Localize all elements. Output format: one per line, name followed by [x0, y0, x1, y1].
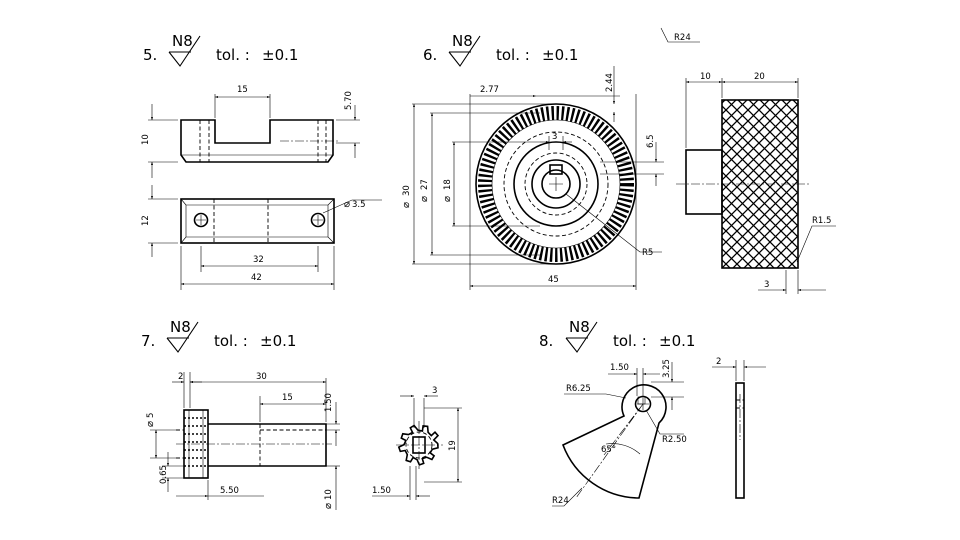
svg-text:30: 30 — [402, 185, 412, 196]
svg-text:5.70: 5.70 — [344, 91, 354, 110]
part-number: 6. — [423, 46, 437, 64]
svg-text:5: 5 — [146, 413, 156, 418]
svg-text:3.5: 3.5 — [352, 200, 366, 210]
part-5-top-view — [180, 198, 335, 244]
svg-text:15: 15 — [237, 85, 248, 95]
svg-text:19: 19 — [448, 440, 458, 451]
svg-text:18: 18 — [443, 179, 453, 190]
svg-text:R5: R5 — [642, 248, 653, 258]
svg-text:R1.5: R1.5 — [812, 216, 831, 226]
svg-text:2.44: 2.44 — [605, 73, 615, 92]
part-8-header: 8. N8 tol. : ±0.1 — [539, 318, 695, 353]
svg-text:2.77: 2.77 — [480, 85, 499, 95]
part-8-dimensions-side: 2 — [712, 357, 766, 381]
svg-text:10: 10 — [324, 489, 334, 500]
part-7-dimensions-front: 3 19 1.50 — [372, 386, 462, 500]
svg-text:1.50: 1.50 — [610, 363, 629, 373]
svg-text:N8: N8 — [170, 318, 191, 336]
part-6-header: 6. N8 tol. : ±0.1 — [423, 32, 578, 67]
svg-text:N8: N8 — [452, 32, 473, 50]
svg-text:±0.1: ±0.1 — [659, 332, 695, 350]
part-6-knurled-wheel-front — [475, 103, 662, 265]
svg-text:1.50: 1.50 — [372, 486, 391, 496]
svg-text:1.50: 1.50 — [324, 393, 334, 412]
svg-text:⌀: ⌀ — [145, 421, 156, 427]
svg-text:10: 10 — [141, 134, 151, 145]
svg-text:5.50: 5.50 — [220, 486, 239, 496]
part-6-knurled-wheel-side — [676, 99, 810, 269]
svg-text:tol. :: tol. : — [613, 332, 647, 350]
svg-text:R24: R24 — [674, 33, 691, 43]
svg-text:⌀: ⌀ — [323, 503, 334, 509]
svg-text:tol. :: tol. : — [496, 46, 530, 64]
svg-text:⌀: ⌀ — [401, 202, 412, 208]
general-radius-note: R24 — [660, 27, 700, 43]
svg-text:27: 27 — [420, 179, 430, 190]
svg-text:3: 3 — [552, 132, 557, 142]
svg-text:R6.25: R6.25 — [566, 384, 591, 394]
surface-finish-symbol — [565, 321, 598, 353]
part-6-dimensions-front: 2.77 2.44 3 6.5 30 ⌀ 27 ⌀ 18 ⌀ R5 45 — [401, 66, 664, 290]
svg-text:3.25: 3.25 — [662, 359, 672, 378]
part-7-gear-shaft-side — [176, 409, 332, 479]
svg-text:10: 10 — [700, 72, 711, 82]
svg-text:3: 3 — [432, 386, 437, 396]
svg-text:3: 3 — [764, 280, 769, 290]
svg-text:32: 32 — [253, 255, 264, 265]
svg-text:20: 20 — [754, 72, 765, 82]
part-7-dimensions-side: 2 30 15 1.50 5 ⌀ 0.65 5.50 10 ⌀ — [145, 372, 340, 510]
svg-text:30: 30 — [256, 372, 267, 382]
part-5-dimensions: 15 5.70 10 12 3.5 ⌀ 32 42 — [141, 85, 382, 290]
svg-text:±0.1: ±0.1 — [542, 46, 578, 64]
part-8-side-view — [735, 382, 745, 499]
svg-text:⌀: ⌀ — [344, 199, 350, 210]
svg-text:6.5: 6.5 — [646, 134, 656, 148]
part-5-front-view — [180, 119, 340, 163]
surface-finish-symbol — [168, 35, 201, 67]
svg-text:R24: R24 — [552, 496, 569, 506]
svg-text:45: 45 — [548, 275, 559, 285]
svg-text:42: 42 — [251, 273, 262, 283]
svg-text:tol. :: tol. : — [216, 46, 250, 64]
part-6-dimensions-side: 10 20 R1.5 3 — [685, 72, 836, 294]
svg-text:15: 15 — [282, 393, 293, 403]
surface-finish-symbol — [166, 321, 199, 353]
svg-text:±0.1: ±0.1 — [262, 46, 298, 64]
svg-text:2: 2 — [716, 357, 721, 367]
part-number: 8. — [539, 332, 553, 350]
svg-text:12: 12 — [141, 215, 151, 226]
svg-text:⌀: ⌀ — [442, 196, 453, 202]
part-number: 7. — [141, 332, 155, 350]
svg-text:R2.50: R2.50 — [662, 435, 687, 445]
surface-finish-symbol — [448, 35, 481, 67]
svg-text:0.65: 0.65 — [159, 465, 169, 484]
part-8-dimensions-front: 1.50 3.25 R6.25 R2.50 R24 — [552, 359, 687, 507]
svg-text:N8: N8 — [569, 318, 590, 336]
svg-text:N8: N8 — [172, 32, 193, 50]
svg-text:±0.1: ±0.1 — [260, 332, 296, 350]
part-8-sector-front: 65° — [561, 384, 667, 499]
svg-text:⌀: ⌀ — [419, 196, 430, 202]
part-number: 5. — [143, 46, 157, 64]
svg-text:2: 2 — [178, 372, 183, 382]
svg-text:65°: 65° — [601, 445, 616, 455]
part-7-gear-front — [396, 421, 443, 469]
part-7-header: 7. N8 tol. : ±0.1 — [141, 318, 296, 353]
part-5-header: 5. N8 tol. : ±0.1 — [143, 32, 298, 67]
svg-text:tol. :: tol. : — [214, 332, 248, 350]
